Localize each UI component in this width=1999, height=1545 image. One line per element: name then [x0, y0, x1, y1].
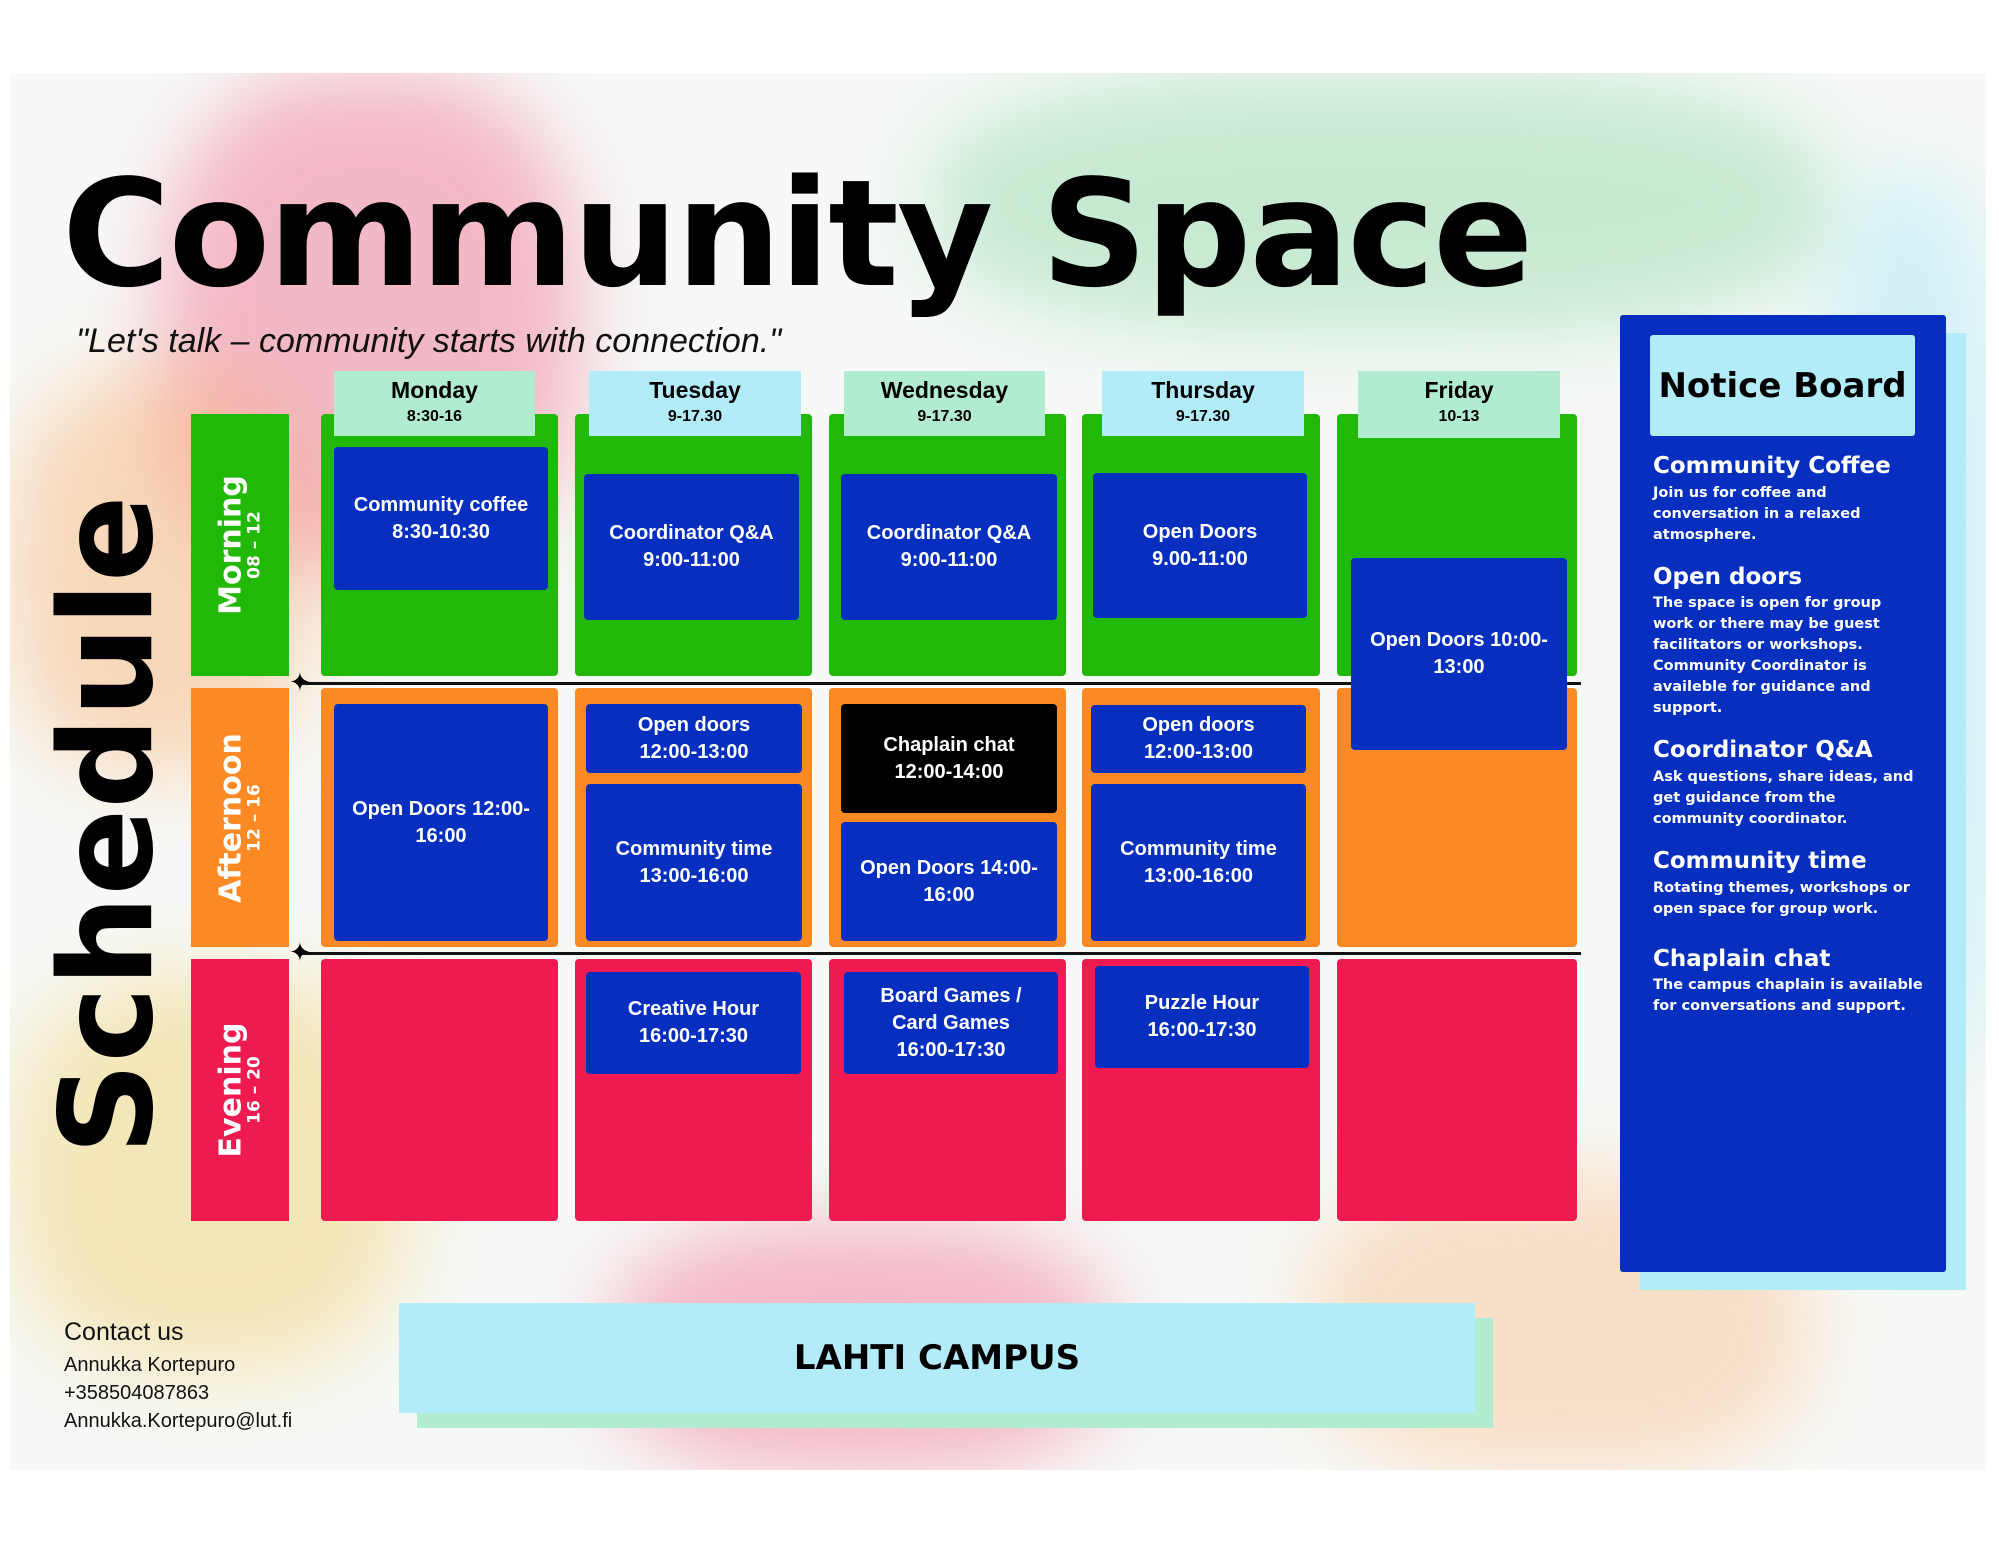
schedule-label: Schedule [33, 495, 182, 1155]
event-community-time: Community time 13:00-16:00 [586, 784, 802, 941]
notice-item-text: The space is open for group work or ther… [1653, 595, 1882, 717]
notice-item-text: Rotating themes, workshops or open space… [1653, 879, 1910, 917]
notice-item-text: The campus chaplain is available for con… [1653, 977, 1923, 1015]
campus-banner: LAHTI CAMPUS [399, 1303, 1475, 1413]
event-open-doors: Open Doors 14:00- 16:00 [841, 822, 1057, 941]
period-hours: 12 – 16 [244, 783, 265, 852]
day-hours: 10-13 [1438, 408, 1480, 425]
day-header-friday: Friday 10-13 [1358, 371, 1560, 438]
notice-item: Coordinator Q&A Ask questions, share idea… [1653, 737, 1923, 830]
event-puzzle-hour: Puzzle Hour 16:00-17:30 [1095, 966, 1309, 1068]
day-name: Wednesday [880, 377, 1009, 403]
notice-item-title: Community time [1653, 847, 1867, 874]
period-hours: 16 – 20 [244, 1056, 265, 1124]
event-open-doors: Open doors 12:00-13:00 [1091, 705, 1306, 773]
day-header-wednesday: Wednesday 9-17.30 [844, 371, 1045, 436]
notice-item-text: Ask questions, share ideas, and get guid… [1653, 768, 1914, 827]
event-community-coffee: Community coffee 8:30-10:30 [334, 447, 548, 590]
notice-item-title: Chaplain chat [1653, 945, 1831, 972]
contact-email: Annukka.Kortepuro@lut.fi [64, 1410, 293, 1432]
page-title: Community Space [62, 148, 1533, 320]
divider-line [300, 682, 1581, 685]
period-name: Afternoon [213, 732, 249, 903]
day-hours: 8:30-16 [406, 408, 463, 425]
contact-heading: Contact us [64, 1318, 184, 1346]
notice-item-title: Community Coffee [1653, 453, 1891, 479]
contact-phone: +358504087863 [64, 1382, 210, 1404]
period-name: Evening [213, 1022, 249, 1158]
event-community-time: Community time 13:00-16:00 [1091, 784, 1306, 941]
day-name: Thursday [1151, 377, 1255, 403]
event-coordinator-qa: Coordinator Q&A 9:00-11:00 [841, 474, 1057, 620]
divider-line [300, 952, 1581, 955]
day-hours: 9-17.30 [667, 408, 723, 425]
event-board-games: Board Games / Card Games 16:00-17:30 [844, 972, 1058, 1074]
day-header-monday: Monday 8:30-16 [334, 371, 535, 436]
event-open-doors: Open Doors 10:00- 13:00 [1351, 558, 1567, 750]
notice-item-title: Coordinator Q&A [1653, 737, 1873, 764]
day-name: Tuesday [649, 377, 741, 403]
event-open-doors: Open Doors 9.00-11:00 [1093, 473, 1307, 618]
day-header-tuesday: Tuesday 9-17.30 [589, 371, 801, 436]
event-open-doors: Open Doors 12:00- 16:00 [334, 704, 548, 941]
event-coordinator-qa: Coordinator Q&A 9:00-11:00 [584, 474, 799, 620]
sparkle-icon: ✦ [289, 668, 311, 698]
contact-block: Contact us Annukka Kortepuro +3585040878… [64, 1318, 292, 1435]
day-hours: 9-17.30 [1175, 408, 1231, 425]
cell-fri-evening [1337, 959, 1577, 1221]
period-hours: 08 – 12 [244, 511, 265, 579]
notice-board-title: Notice Board [1650, 335, 1915, 436]
contact-name: Annukka Kortepuro [64, 1354, 236, 1376]
sparkle-icon: ✦ [289, 938, 311, 968]
notice-item-text: Join us for coffee and conversation in a… [1653, 484, 1861, 543]
cell-mon-evening [321, 959, 558, 1221]
page-subtitle: "Let's talk – community starts with conn… [76, 322, 782, 360]
notice-item-title: Open doors [1653, 563, 1803, 590]
event-chaplain-chat: Chaplain chat 12:00-14:00 [841, 704, 1057, 813]
day-header-thursday: Thursday 9-17.30 [1102, 371, 1304, 436]
day-hours: 9-17.30 [917, 408, 972, 425]
event-open-doors: Open doors 12:00-13:00 [586, 704, 802, 773]
day-name: Monday [391, 377, 478, 403]
period-name: Morning [213, 475, 249, 615]
day-name: Friday [1424, 377, 1494, 403]
event-creative-hour: Creative Hour 16:00-17:30 [586, 972, 801, 1074]
